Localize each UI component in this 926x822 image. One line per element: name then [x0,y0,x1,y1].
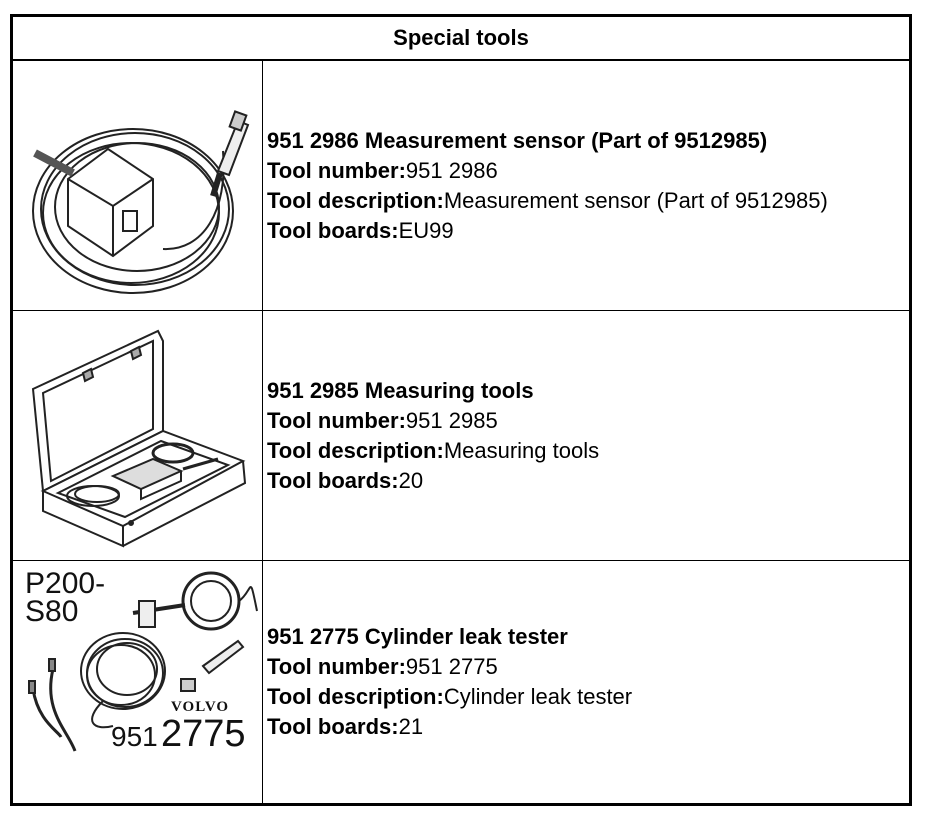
tool-boards-label: Tool boards: [267,467,399,493]
tool-info: 951 2775 Cylinder leak tester Tool numbe… [267,561,907,803]
tool-description-label: Tool description: [267,437,444,463]
tool-title: 951 2985 Measuring tools [267,377,534,403]
tool-description-label: Tool description: [267,187,444,213]
cylinder-leak-tester-illustration: P200- S80 [13,561,263,803]
tool-title: 951 2775 Cylinder leak tester [267,624,568,649]
table-row: 951 2985 Measuring tools Tool number:951… [13,311,909,561]
tool-description-label: Tool description: [267,684,444,709]
tool-number-value: 951 2775 [405,654,498,679]
tool-boards-value: EU99 [398,217,454,243]
tool-number-label: Tool number: [267,654,406,679]
tool-info: 951 2985 Measuring tools Tool number:951… [267,311,907,560]
model-label-line2: S80 [25,595,78,628]
model-label-line1: P200- [25,567,105,600]
tool-number-label: Tool number: [267,157,406,183]
tool-number-label: Tool number: [267,407,406,433]
measurement-sensor-illustration [13,61,263,310]
tool-boards-label: Tool boards: [267,714,399,739]
tool-number-value: 951 2985 [405,407,498,433]
part-number-prefix: 951 [111,721,158,752]
table-row: 951 2986 Measurement sensor (Part of 951… [13,61,909,311]
table-row: P200- S80 [13,561,909,803]
brand-label: VOLVO [171,699,229,715]
part-number-suffix: 2775 [161,713,246,755]
tool-title: 951 2986 Measurement sensor (Part of 951… [267,127,768,153]
tool-boards-value: 21 [398,714,424,739]
tool-description-value: Cylinder leak tester [443,684,633,709]
tool-description-value: Measuring tools [443,437,600,463]
tool-info: 951 2986 Measurement sensor (Part of 951… [267,61,907,310]
tool-description-value: Measurement sensor (Part of 9512985) [443,187,828,213]
tool-number-value: 951 2986 [405,157,498,183]
special-tools-table: Special tools [10,14,912,806]
measuring-tools-case-illustration [13,311,263,560]
table-header: Special tools [13,17,909,61]
tool-boards-label: Tool boards: [267,217,399,243]
tool-boards-value: 20 [398,467,424,493]
